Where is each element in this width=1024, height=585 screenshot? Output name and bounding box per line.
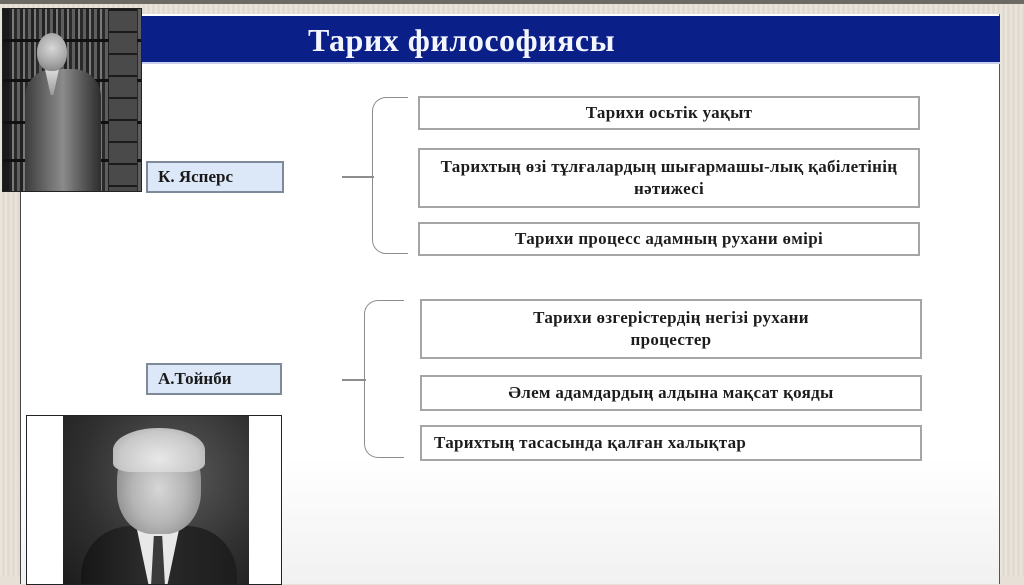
point-box: Тарихи өзгерістердің негізі рухани проце… — [420, 299, 922, 359]
figure-hair — [113, 428, 205, 472]
title-bar: Тарих философиясы — [138, 16, 1000, 64]
figure-coat — [25, 69, 101, 191]
figure-tie — [151, 536, 165, 584]
philosopher-label-jaspers: К. Ясперс — [146, 161, 284, 193]
point-box: Тарихтың тасасында қалған халықтар — [420, 425, 922, 461]
bookshelf-line — [3, 39, 141, 42]
curly-brace-jaspers — [372, 97, 408, 254]
philosopher-label-toynbee: А.Тойнби — [146, 363, 282, 395]
point-box: Тарихи осьтік уақыт — [418, 96, 920, 130]
bookcase — [109, 9, 137, 191]
figure-head — [37, 33, 67, 71]
portrait-photo-toynbee — [26, 415, 282, 585]
photo-background — [63, 416, 249, 584]
curly-brace-toynbee — [364, 300, 404, 458]
point-box: Әлем адамдардың алдына мақсат қояды — [420, 375, 922, 411]
portrait-photo-jaspers — [2, 8, 142, 192]
top-edge-strip — [0, 0, 1024, 4]
brace-connector-toynbee — [342, 379, 366, 381]
brace-connector-jaspers — [342, 176, 374, 178]
point-box: Тарихи процесс адамның рухани өмірі — [418, 222, 920, 256]
slide-title: Тарих философиясы — [308, 22, 616, 58]
point-box: Тарихтың өзі тұлғалардың шығармашы-лық қ… — [418, 148, 920, 208]
